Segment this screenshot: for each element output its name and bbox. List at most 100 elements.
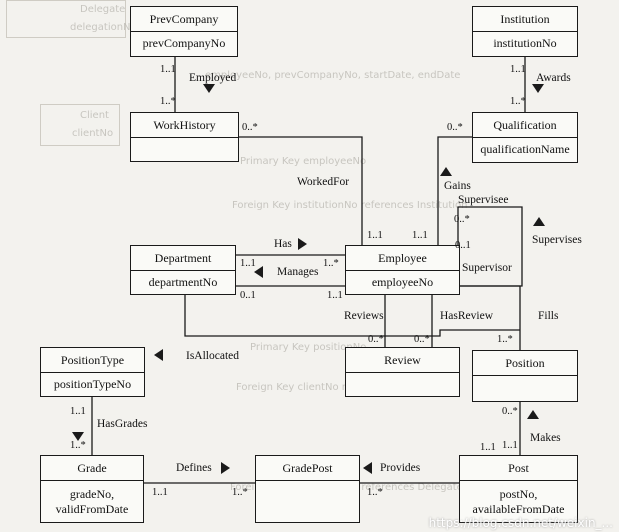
rel-label-has-grades: HasGrades xyxy=(97,418,148,430)
entity-position[interactable]: Position xyxy=(472,350,578,402)
multiplicity: 1..* xyxy=(510,96,526,107)
entity-name: Review xyxy=(346,348,459,373)
isallocated-line xyxy=(184,295,520,337)
multiplicity: 0..* xyxy=(368,334,384,345)
ghost-box xyxy=(40,104,120,146)
multiplicity: 1..1 xyxy=(70,406,86,417)
ghost-text: Delegate xyxy=(80,4,126,15)
multiplicity: 0..* xyxy=(414,334,430,345)
rel-label-reviews: Reviews xyxy=(344,310,384,322)
ghost-text: Primary Key positionNo xyxy=(250,342,367,353)
entity-name: Position xyxy=(473,351,577,376)
rel-label-provides: Provides xyxy=(380,462,421,474)
multiplicity: 0..* xyxy=(447,122,463,133)
rel-label-has: Has xyxy=(274,238,292,250)
multiplicity: 1..1 xyxy=(152,487,168,498)
makes-arrow-icon xyxy=(527,410,539,419)
entity-name: Institution xyxy=(473,7,577,32)
multiplicity: 0..* xyxy=(242,122,258,133)
entity-grade-post[interactable]: GradePost xyxy=(255,455,360,523)
multiplicity: 1..* xyxy=(70,440,86,451)
ghost-box xyxy=(6,0,126,38)
entity-prev-company[interactable]: PrevCompany prevCompanyNo xyxy=(130,6,238,57)
entity-name: WorkHistory xyxy=(131,113,238,138)
entity-post[interactable]: Post postNo, availableFromDate xyxy=(459,455,578,523)
multiplicity: 0..1 xyxy=(240,290,256,301)
ghost-text: Foreign Key clientNo references Client xyxy=(236,382,427,393)
entity-name: PositionType xyxy=(41,348,144,373)
entity-name: Employee xyxy=(346,246,459,271)
multiplicity: 1..1 xyxy=(502,440,518,451)
entity-attribute xyxy=(131,138,238,146)
entity-name: Grade xyxy=(41,456,143,481)
rel-label-worked-for: WorkedFor xyxy=(297,176,350,188)
entity-attribute: prevCompanyNo xyxy=(142,36,226,50)
entity-review[interactable]: Review xyxy=(345,347,460,397)
multiplicity: 1..* xyxy=(232,487,248,498)
multiplicity: 0..* xyxy=(502,406,518,417)
multiplicity: 1..* xyxy=(160,96,176,107)
multiplicity: 1..* xyxy=(497,334,513,345)
supervises-arrow-icon xyxy=(533,217,545,226)
entity-name: GradePost xyxy=(256,456,359,481)
rel-label-supervisee: Supervisee xyxy=(458,194,509,206)
multiplicity: 0..1 xyxy=(455,240,471,251)
multiplicity: 1..1 xyxy=(160,64,176,75)
entity-attribute: institutionNo xyxy=(493,36,557,50)
rel-label-manages: Manages xyxy=(277,266,319,278)
entity-attribute: employeeNo xyxy=(371,275,434,289)
ghost-text: employeeNo, prevCompanyNo, startDate, en… xyxy=(205,70,461,81)
employed-arrow-icon xyxy=(203,84,215,93)
entity-qualification[interactable]: Qualification qualificationName xyxy=(472,112,578,163)
awards-arrow-icon xyxy=(532,84,544,93)
entity-institution[interactable]: Institution institutionNo xyxy=(472,6,578,57)
isallocated-arrow-icon xyxy=(154,349,163,361)
multiplicity: 1..1 xyxy=(327,290,343,301)
multiplicity: 1..* xyxy=(367,487,383,498)
multiplicity: 1..1 xyxy=(367,230,383,241)
provides-arrow-icon xyxy=(363,462,372,474)
ghost-text: Foreign Key institutionNo references Ins… xyxy=(232,200,468,211)
multiplicity: 1..1 xyxy=(412,230,428,241)
rel-label-supervises: Supervises xyxy=(532,234,582,246)
entity-grade[interactable]: Grade gradeNo, validFromDate xyxy=(40,455,144,523)
entity-attribute xyxy=(256,481,359,489)
entity-name: Qualification xyxy=(473,113,577,138)
rel-label-fills: Fills xyxy=(538,310,559,322)
entity-department[interactable]: Department departmentNo xyxy=(130,245,236,295)
rel-label-awards: Awards xyxy=(536,72,571,84)
entity-work-history[interactable]: WorkHistory xyxy=(130,112,239,162)
multiplicity: 1..* xyxy=(323,258,339,269)
ghost-text: Client xyxy=(80,110,109,121)
defines-arrow-icon xyxy=(221,462,230,474)
gains-line xyxy=(437,136,472,245)
multiplicity: 1..1 xyxy=(480,442,496,453)
rel-label-has-review: HasReview xyxy=(440,310,494,322)
multiplicity: 1..1 xyxy=(240,258,256,269)
rel-label-is-allocated: IsAllocated xyxy=(186,350,240,362)
watermark: https://blog.csdn.net/weixin_... xyxy=(428,516,613,530)
entity-attribute xyxy=(346,373,459,381)
multiplicity: 0..* xyxy=(454,214,470,225)
entity-name: Post xyxy=(460,456,577,481)
rel-label-employed: Employed xyxy=(189,72,237,84)
rel-label-makes: Makes xyxy=(530,432,561,444)
entity-attribute: gradeNo, validFromDate xyxy=(55,487,129,516)
entity-attribute: postNo, availableFromDate xyxy=(472,487,565,516)
ghost-text: clientNo xyxy=(72,128,114,139)
rel-label-supervisor: Supervisor xyxy=(462,262,512,274)
entity-name: Department xyxy=(131,246,235,271)
rel-label-gains: Gains xyxy=(444,180,471,192)
fills-line xyxy=(460,285,521,350)
entity-attribute: qualificationName xyxy=(480,142,570,156)
entity-name: PrevCompany xyxy=(131,7,237,32)
entity-position-type[interactable]: PositionType positionTypeNo xyxy=(40,347,145,397)
entity-employee[interactable]: Employee employeeNo xyxy=(345,245,460,295)
rel-label-defines: Defines xyxy=(176,462,212,474)
entity-attribute: departmentNo xyxy=(148,275,218,289)
hasgrades-arrow-icon xyxy=(72,432,84,441)
has-arrow-icon xyxy=(298,238,307,250)
gains-arrow-icon xyxy=(440,167,452,176)
